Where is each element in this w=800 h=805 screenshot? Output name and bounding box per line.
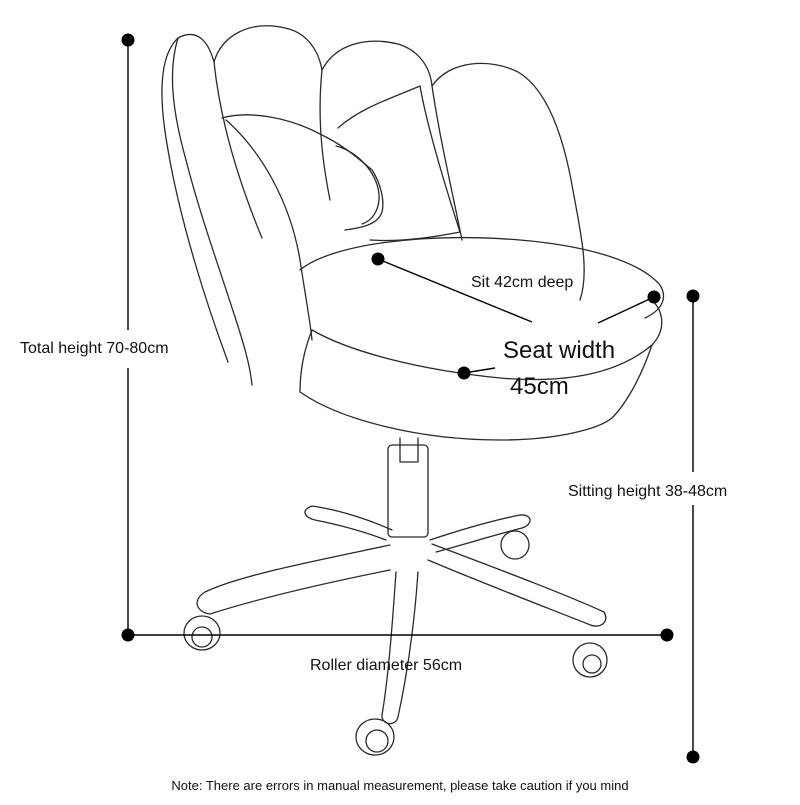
caster-right-inner: [582, 654, 602, 674]
seat-depth-line: [377, 258, 533, 323]
base-leg-back-left: [304, 505, 393, 541]
seat-width-label: Seat width: [503, 337, 615, 364]
dimension-endpoint-dot: [660, 628, 674, 642]
seat-front: [311, 299, 663, 381]
caster-back: [500, 530, 530, 560]
measurement-note: Note: There are errors in manual measure…: [171, 778, 628, 793]
base-leg-back-right: [429, 514, 531, 553]
caster-front: [355, 718, 395, 756]
seat-side-right: [611, 344, 653, 419]
backrest-seam-2: [319, 69, 331, 201]
gas-lift-collar: [399, 437, 419, 463]
dimension-endpoint-dot: [371, 252, 385, 266]
sitting-height-label: Sitting height 38-48cm: [568, 483, 727, 500]
office-chair-drawing: [161, 25, 665, 756]
dimension-endpoint-dot: [686, 289, 700, 303]
dimension-endpoints: [121, 33, 700, 764]
caster-right: [572, 642, 608, 678]
side-panel-inner: [225, 119, 313, 341]
backrest-outline: [161, 25, 585, 363]
pillow-bolster: [335, 145, 380, 225]
caster-left-inner: [191, 626, 213, 648]
dimension-endpoint-dot: [647, 290, 661, 304]
seat-lower: [299, 391, 613, 441]
seat-side: [299, 329, 313, 393]
gas-lift-column: [387, 444, 429, 538]
dimension-endpoint-dot: [686, 750, 700, 764]
dimension-endpoint-dot: [121, 33, 135, 47]
total-height-label: Total height 70-80cm: [20, 340, 169, 357]
dimension-endpoint-dot: [121, 628, 135, 642]
seat-width-value: 45cm: [510, 373, 569, 400]
pillow-back: [337, 85, 461, 242]
seat-width-line-upper: [597, 296, 655, 324]
roller-diameter-label: Roller diameter 56cm: [310, 657, 462, 674]
pillow-outline: [221, 114, 384, 231]
backrest-seam-3: [431, 85, 463, 241]
backrest-seam-1: [213, 61, 263, 239]
seat-depth-label: Sit 42cm deep: [471, 274, 573, 291]
caster-left: [183, 615, 221, 651]
seat-top: [299, 237, 665, 319]
base-leg-right: [427, 543, 607, 627]
dimension-endpoint-dot: [457, 366, 471, 380]
base-leg-front: [381, 571, 419, 725]
side-panel-left: [171, 37, 253, 386]
base-leg-left: [196, 544, 391, 615]
caster-front-inner: [365, 729, 389, 753]
